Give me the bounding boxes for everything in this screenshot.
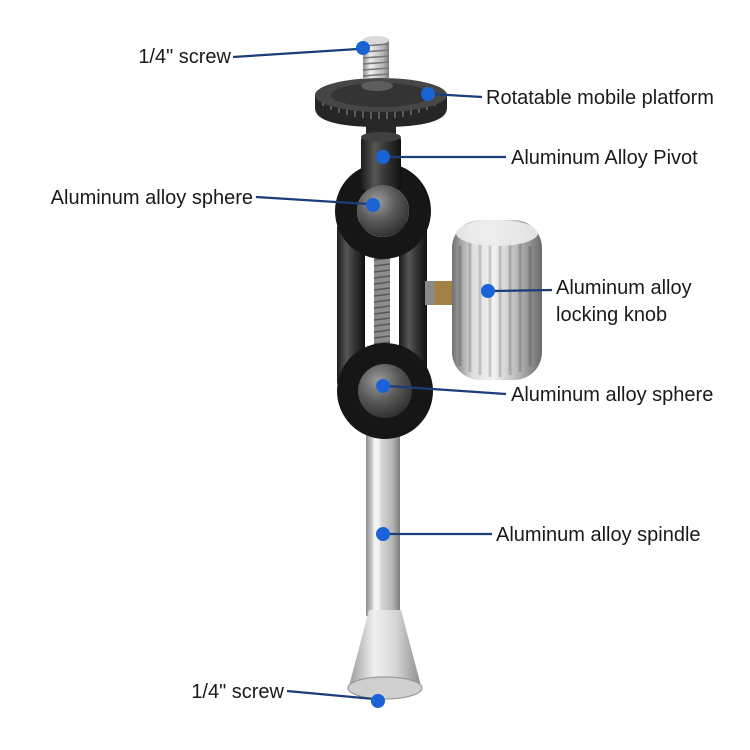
leader-top-screw <box>232 47 359 59</box>
clamp-frame <box>337 222 427 388</box>
label-sphere-upper: Aluminum alloy sphere <box>50 187 253 209</box>
callout-dots <box>356 41 495 708</box>
callout-dot-sphere-lower <box>376 379 390 393</box>
leader-locking-knob <box>491 288 553 293</box>
callout-dot-sphere-upper <box>366 198 380 212</box>
callout-dot-locking-knob <box>481 284 495 298</box>
label-sphere-lower: Aluminum alloy sphere <box>511 384 714 406</box>
leader-bottom-screw <box>286 689 375 701</box>
callout-dot-spindle <box>376 527 390 541</box>
label-platform: Rotatable mobile platform <box>486 87 714 109</box>
rotatable-platform <box>315 78 447 138</box>
lower-jaw-ring <box>337 343 433 439</box>
leader-lines <box>232 47 553 701</box>
leader-platform <box>430 92 483 99</box>
callout-dot-platform <box>421 87 435 101</box>
label-locking-knob: Aluminum alloy locking knob <box>556 277 692 326</box>
spindle-shaft <box>366 418 400 616</box>
locking-knob <box>425 220 542 380</box>
label-pivot: Aluminum Alloy Pivot <box>511 147 698 169</box>
leader-sphere-upper <box>255 195 369 206</box>
label-spindle: Aluminum alloy spindle <box>496 524 701 546</box>
upper-sphere <box>357 185 409 237</box>
clamp-thread-rod <box>373 254 391 352</box>
label-top-screw: 1/4" screw <box>138 46 231 68</box>
callout-dot-bottom-screw <box>371 694 385 708</box>
label-bottom-screw: 1/4" screw <box>191 681 284 703</box>
callout-dot-top-screw <box>356 41 370 55</box>
callout-dot-pivot <box>376 150 390 164</box>
leader-sphere-lower <box>387 384 507 396</box>
cone-foot <box>347 610 423 706</box>
